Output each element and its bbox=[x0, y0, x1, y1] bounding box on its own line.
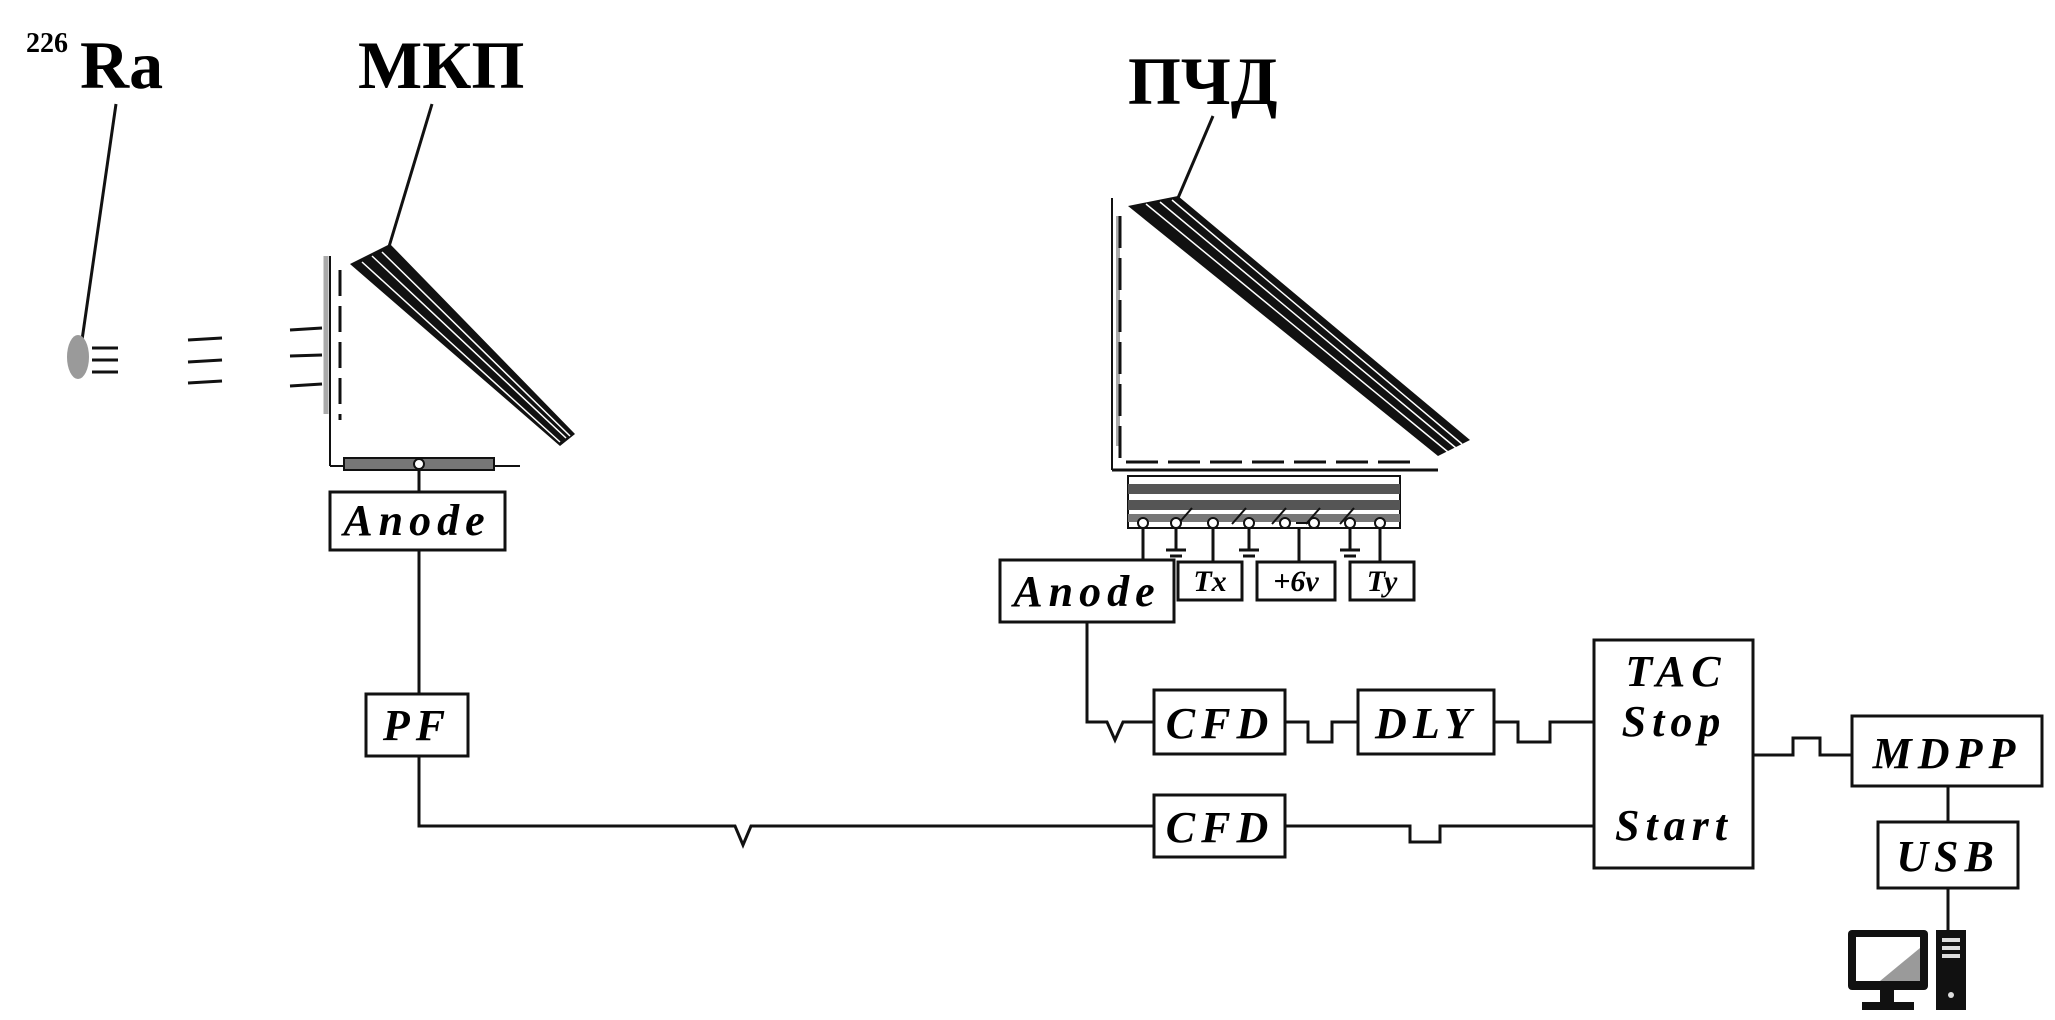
tx-text: Tx bbox=[1193, 565, 1226, 598]
cfd-bottom-text: CFD bbox=[1166, 803, 1274, 852]
cfd-top-block: CFD bbox=[1152, 688, 1287, 756]
tac-start-text: Start bbox=[1615, 801, 1733, 850]
tx-block: Tx bbox=[1176, 560, 1244, 602]
mdpp-block: MDPP bbox=[1850, 714, 2044, 788]
cfd-top-text: CFD bbox=[1166, 699, 1274, 748]
plus6v-block: +6v bbox=[1255, 560, 1337, 602]
tac-stop-text: Stop bbox=[1622, 697, 1727, 746]
tac-block: TAC Stop Start bbox=[1592, 638, 1755, 870]
mdpp-text: MDPP bbox=[1872, 729, 2022, 778]
mcp-detector bbox=[323, 244, 575, 492]
alpha-particle-marks bbox=[92, 326, 323, 388]
radium-source bbox=[67, 335, 89, 379]
cfd-bottom-block: CFD bbox=[1152, 793, 1287, 859]
anode-right-text: Anode bbox=[1010, 567, 1160, 616]
signal-wires bbox=[417, 550, 1950, 930]
anode-left-text: Anode bbox=[340, 496, 490, 545]
mcp-label: МКП bbox=[358, 27, 524, 103]
anode-right-block: Anode bbox=[998, 558, 1176, 624]
ra-mass-number: 226 bbox=[26, 28, 68, 59]
pcd-detector bbox=[1111, 196, 1470, 562]
computer-icon bbox=[1848, 930, 1966, 1010]
usb-block: USB bbox=[1876, 820, 2020, 890]
ra-label: Ra bbox=[80, 27, 163, 103]
pf-block: PF bbox=[364, 692, 470, 758]
anode-left-block: Anode bbox=[328, 490, 507, 552]
usb-text: USB bbox=[1896, 832, 2000, 881]
plus6v-text: +6v bbox=[1273, 565, 1319, 598]
tac-text: TAC bbox=[1625, 647, 1726, 696]
mcp-leader-line bbox=[386, 103, 434, 251]
ty-block: Ty bbox=[1348, 560, 1416, 602]
dly-text: DLY bbox=[1374, 699, 1477, 748]
pf-text: PF bbox=[382, 701, 451, 750]
pcd-label: ПЧД bbox=[1128, 43, 1278, 119]
ra-leader-line bbox=[80, 103, 118, 341]
pcd-leader-line bbox=[1176, 115, 1215, 199]
dly-block: DLY bbox=[1356, 688, 1496, 756]
ty-text: Ty bbox=[1367, 565, 1398, 598]
